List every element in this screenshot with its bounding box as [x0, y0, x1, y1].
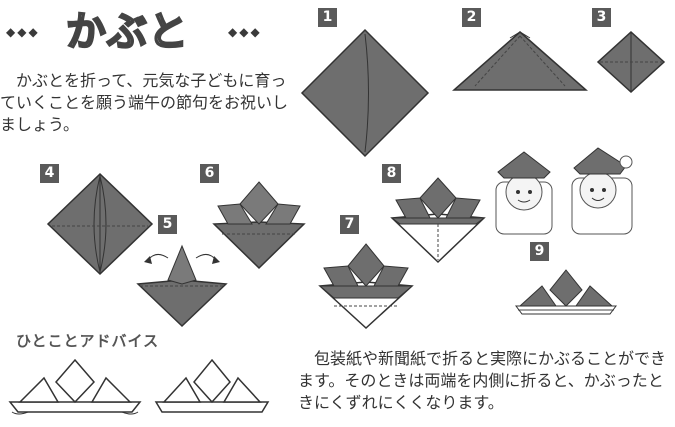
advice-heading: ひとことアドバイス [16, 332, 160, 350]
intro-text: かぶとを折って、元気な子どもに育っていくことを願う端午の節句をお祝いしましょう。 [0, 71, 289, 134]
step-1-diagram [300, 28, 430, 158]
step-9-badge: 9 [530, 242, 549, 261]
intro-text-block: かぶとを折って、元気な子どもに育っていくことを願う端午の節句をお祝いしましょう。 [0, 70, 290, 136]
step-6-badge: 6 [200, 164, 219, 183]
step-9-diagram [515, 269, 617, 315]
step-8-diagram [390, 177, 486, 264]
step-5-diagram [136, 244, 228, 328]
step-1-badge: 1 [318, 8, 337, 27]
step-3-badge: 3 [592, 8, 611, 27]
step-7-diagram [318, 243, 414, 330]
title-row: ◆◆◆ かぶと ◆◆◆ [0, 8, 300, 56]
step-4-diagram [46, 172, 154, 276]
title-ornament-right: ◆◆◆ [228, 25, 262, 39]
step-4-badge: 4 [40, 164, 59, 183]
step-6-diagram [212, 181, 306, 270]
children-illustration [495, 147, 633, 235]
advice-text: 包装紙や新聞紙で折ると実際にかぶることができます。そのときは両端を内側に折ると、… [298, 349, 667, 412]
advice-diagram-left [8, 358, 142, 415]
step-3-diagram [596, 30, 666, 94]
step-2-diagram [452, 31, 588, 91]
step-7-badge: 7 [340, 215, 359, 234]
step-5-badge: 5 [158, 215, 177, 234]
step-8-badge: 8 [382, 164, 401, 183]
page-title: かぶと [65, 8, 189, 56]
step-2-badge: 2 [462, 8, 481, 27]
title-ornament-left: ◆◆◆ [6, 25, 40, 39]
advice-text-block: 包装紙や新聞紙で折ると実際にかぶることができます。そのときは両端を内側に折ると、… [298, 348, 668, 414]
advice-diagram-right [154, 358, 270, 413]
